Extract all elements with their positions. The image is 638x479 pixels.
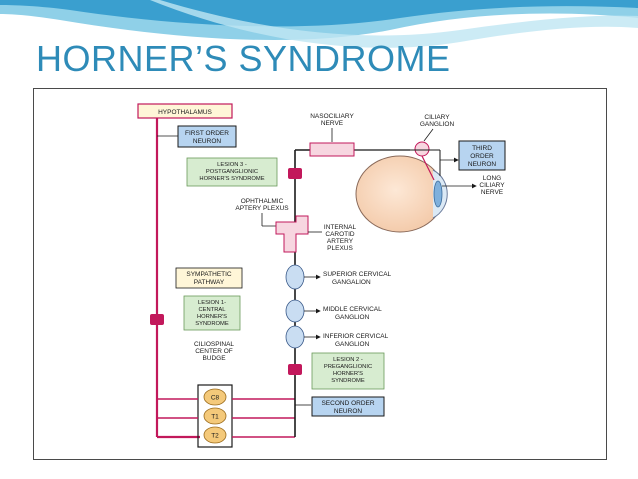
lesion2-marker [288, 364, 302, 375]
internal-carotid-label-3: ARTERY [327, 238, 354, 245]
ophthalmic-plexus: OPHTHALMIC APTERY PLEXUS [235, 198, 309, 253]
internal-carotid-label-4: PLEXUS [327, 245, 353, 252]
hypothalamus-label: HYPOTHALAMUS [158, 109, 212, 116]
ciliospinal-label-3: BUDGE [202, 355, 226, 362]
ciliospinal-label: CILIOSPINAL CENTER OF BUDGE [194, 341, 234, 362]
lesion3-marker [288, 168, 302, 179]
lesion1-label-2: CENTRAL [198, 307, 226, 313]
inferior-cervical-label-1: INFERIOR CERVICAL [323, 333, 389, 340]
long-ciliary-label-1: LONG [483, 175, 501, 182]
inferior-cervical-ganglion: INFERIOR CERVICAL GANGLION [285, 325, 389, 349]
sympathetic-pathway-box: SYMPATHETIC PATHWAY [175, 267, 243, 289]
lesion2-label-4: SYNDROME [331, 378, 365, 384]
long-ciliary-label-3: NERVE [481, 189, 504, 196]
ciliospinal-label-1: CILIOSPINAL [194, 341, 234, 348]
second-order-neuron-box: SECOND ORDER NEURON [295, 396, 385, 417]
lesion1-label-1: LESION 1- [198, 300, 226, 306]
c8-label: C8 [211, 395, 220, 402]
ciliary-label-1: CILIARY [424, 114, 450, 121]
nasociliary-nerve: NASOCILIARY NERVE [309, 113, 355, 157]
superior-cervical-label-2: GANGALION [332, 279, 371, 286]
sympathetic-label-1: SYMPATHETIC [186, 271, 232, 278]
nasociliary-label-2: NERVE [321, 120, 344, 127]
superior-cervical-label-1: SUPERIOR CERVICAL [323, 271, 392, 278]
lesion1-label-3: HORNER'S [197, 314, 227, 320]
ophthalmic-label-1: OPHTHALMIC [241, 198, 284, 205]
middle-cervical-ganglion: MIDDLE CERVICAL GANGLION [285, 299, 382, 323]
spinal-segments: C8 T1 T2 [157, 384, 295, 448]
lesion2-label-2: PREGANGLIONIC [324, 364, 372, 370]
lesion2-box: LESION 2 - PREGANGLIONIC HORNER'S SYNDRO… [311, 352, 385, 390]
third-order-neuron-box: THIRD ORDER NEURON [440, 140, 506, 171]
middle-cervical-label-2: GANGLION [335, 314, 370, 321]
ophthalmic-label-2: APTERY PLEXUS [235, 205, 289, 212]
ciliospinal-label-2: CENTER OF [195, 348, 233, 355]
lesion1-box: LESION 1- CENTRAL HORNER'S SYNDROME [183, 295, 241, 331]
inferior-cervical-label-2: GANGLION [335, 341, 370, 348]
ciliary-ganglion: CILIARY GANGLION [414, 114, 455, 157]
first-order-label-2: NEURON [193, 138, 221, 145]
second-order-label-1: SECOND ORDER [321, 400, 374, 407]
lesion2-label-3: HORNER'S [333, 371, 363, 377]
t2-label: T2 [211, 433, 219, 440]
lesion1-label-4: SYNDROME [195, 321, 229, 327]
first-order-neuron-box: FIRST ORDER NEURON [157, 125, 237, 148]
lesion3-label-3: HORNER'S SYNDROME [199, 176, 264, 182]
header-wave-decoration [0, 0, 638, 48]
segment-c8: C8 [203, 388, 227, 406]
third-order-label-2: ORDER [470, 153, 494, 160]
lesion2-label-1: LESION 2 - [333, 357, 363, 363]
middle-cervical-label-1: MIDDLE CERVICAL [323, 306, 382, 313]
hypothalamus-box: HYPOTHALAMUS [137, 103, 233, 119]
sympathetic-label-2: PATHWAY [194, 279, 225, 286]
segment-t2: T2 [203, 426, 227, 444]
long-ciliary-label-2: CILIARY [479, 182, 505, 189]
lesion1-marker [150, 314, 164, 325]
superior-cervical-ganglion: SUPERIOR CERVICAL GANGALION [285, 264, 392, 290]
slide-title: HORNER’S SYNDROME [36, 38, 451, 79]
ciliary-label-2: GANGLION [420, 121, 455, 128]
internal-carotid-label-1: INTERNAL [324, 224, 357, 231]
first-order-label-1: FIRST ORDER [185, 130, 229, 137]
segment-t1: T1 [203, 407, 227, 425]
lesion3-label-1: LESION 3 - [217, 162, 247, 168]
first-order-pathway [155, 118, 200, 439]
third-order-label-3: NEURON [468, 161, 496, 168]
eye-illustration [355, 149, 448, 233]
third-order-label-1: THIRD [472, 145, 492, 152]
second-order-label-2: NEURON [334, 408, 362, 415]
t1-label: T1 [211, 414, 219, 421]
nasociliary-label-1: NASOCILIARY [310, 113, 354, 120]
internal-carotid-plexus: INTERNAL CAROTID ARTERY PLEXUS [308, 224, 356, 252]
long-ciliary-nerve: LONG CILIARY NERVE [442, 175, 505, 196]
lesion3-box: LESION 3 - POSTGANGLIONIC HORNER'S SYNDR… [186, 157, 278, 187]
internal-carotid-label-2: CAROTID [325, 231, 355, 238]
lesion3-label-2: POSTGANGLIONIC [206, 169, 258, 175]
